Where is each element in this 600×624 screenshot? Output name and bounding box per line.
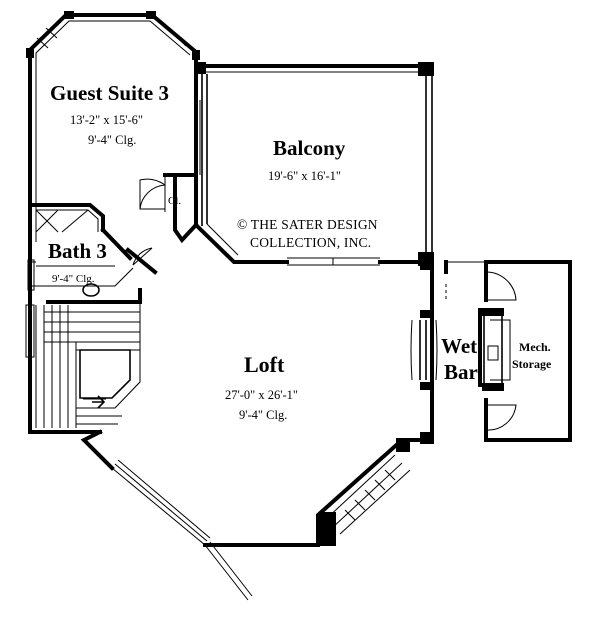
copyright-line-1: © THE SATER DESIGN: [237, 217, 378, 232]
loft-walls: [80, 429, 434, 601]
wet-bar-line-2: Bar: [444, 360, 478, 384]
guest-suite-size: 13'-2" x 15'-6": [70, 113, 144, 127]
loft-size: 27'-0" x 26'-1": [225, 388, 299, 402]
balcony-walls: [193, 62, 434, 266]
wet-bar-line-1: Wet: [441, 334, 478, 358]
guest-suite-name: Guest Suite 3: [50, 81, 170, 105]
closet-label: Cl.: [168, 195, 182, 207]
misc-marks: [30, 100, 201, 287]
mech-line-2: Storage: [512, 357, 552, 371]
balcony-name: Balcony: [273, 136, 346, 160]
closet-walls: [139, 173, 199, 244]
copyright-line-2: COLLECTION, INC.: [250, 235, 372, 250]
guest-suite-walls: [26, 11, 200, 244]
bath-name: Bath 3: [48, 239, 107, 263]
bath-ceiling: 9'-4" Clg.: [52, 273, 95, 285]
mech-line-1: Mech.: [519, 340, 551, 354]
stair: [25, 301, 141, 434]
loft-ceiling: 9'-4" Clg.: [239, 408, 288, 422]
guest-suite-ceiling: 9'-4" Clg.: [88, 133, 137, 147]
bath-walls: [27, 203, 158, 307]
loft-name: Loft: [244, 352, 285, 377]
balcony-size: 19'-6" x 16'-1": [268, 169, 342, 183]
wet-bar-walls: [410, 258, 572, 442]
